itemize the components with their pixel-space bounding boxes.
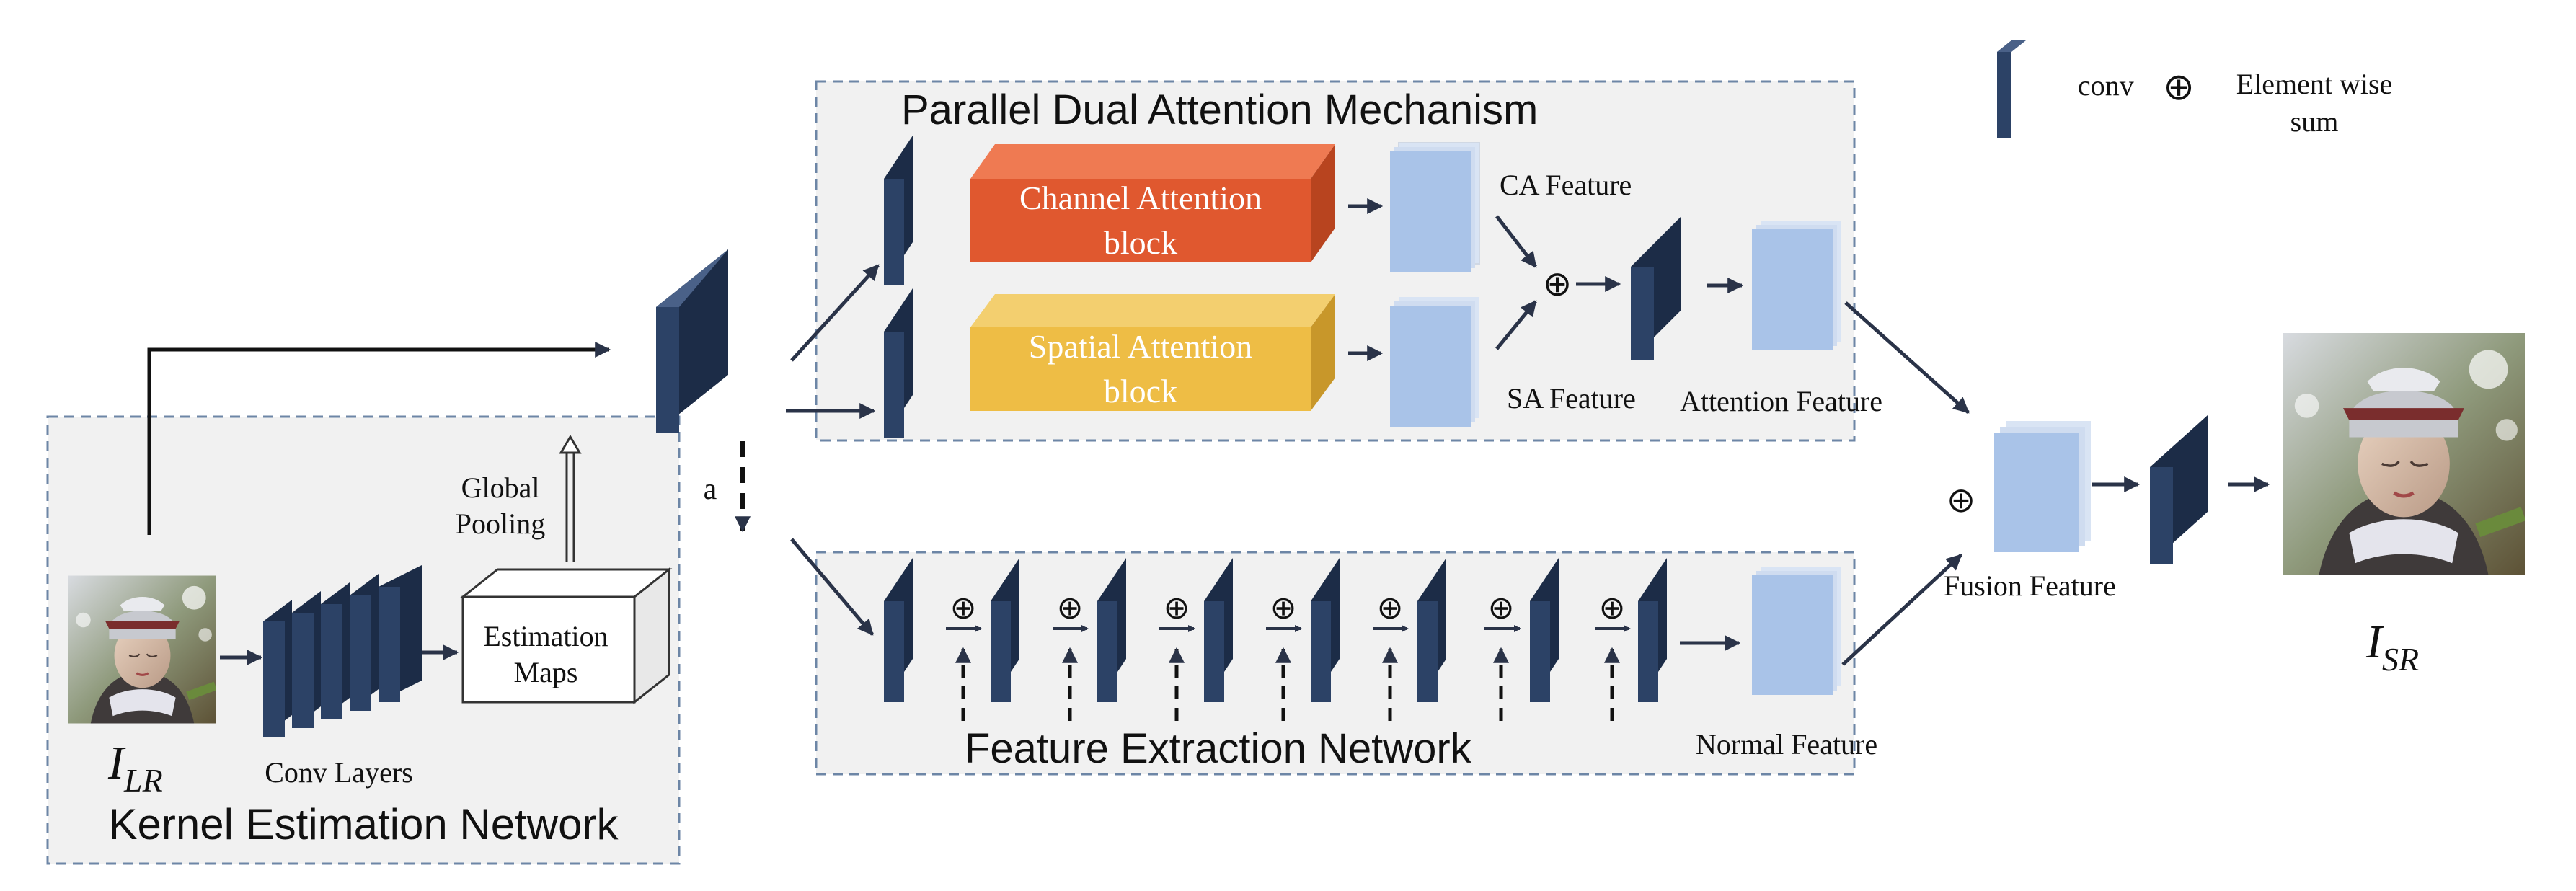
ca-block-label-line1: Channel Attention: [1019, 179, 1262, 216]
svg-text:⊕: ⊕: [1377, 590, 1404, 626]
skip-arrow-input-to-conv: [147, 342, 611, 535]
svg-text:⊕: ⊕: [1488, 590, 1515, 626]
ca-feature-label: CA Feature: [1500, 169, 1632, 201]
feature-sum-5: ⊕: [1373, 590, 1409, 721]
legend-sum-icon: ⊕: [2163, 66, 2195, 108]
legend: conv ⊕ Element wise sum: [1997, 40, 2392, 138]
fusion-sum-symbol: ⊕: [1947, 482, 1975, 520]
attention-sum-symbol: ⊕: [1543, 265, 1572, 303]
feature-conv-8: [1638, 558, 1667, 702]
ca-block-label-line2: block: [1104, 224, 1177, 261]
sa-block-label-line2: block: [1104, 373, 1177, 409]
arrow-hub-to-feature-net: [790, 538, 874, 636]
input-lr-image: [68, 574, 216, 725]
arrow-normal-to-fusion: [1841, 554, 1962, 666]
conv-layers-stack: [263, 565, 422, 737]
fusion-feature-label: Fusion Feature: [1944, 569, 2116, 602]
legend-sum-label-line2: sum: [2290, 105, 2339, 138]
branch-a-label: a: [704, 473, 717, 506]
arrow-hub-to-ca-conv: [790, 264, 880, 362]
normal-feature-map: [1752, 567, 1841, 695]
fusion-feature-map: [1994, 421, 2091, 552]
feature-sum-6: ⊕: [1484, 590, 1521, 721]
global-pooling-label-line2: Pooling: [456, 507, 545, 540]
kernel-panel-title: Kernel Estimation Network: [109, 800, 619, 848]
legend-conv-label: conv: [2078, 69, 2134, 102]
sa-feature-label: SA Feature: [1507, 382, 1636, 415]
feature-sum-3: ⊕: [1159, 590, 1195, 721]
feature-sum-1: ⊕: [946, 590, 982, 721]
sa-feature-map: [1390, 297, 1479, 427]
conv-layers-label: Conv Layers: [265, 756, 413, 789]
output-sr-image: [2283, 333, 2526, 575]
global-pooling-arrow: [559, 435, 582, 562]
output-conv: [2150, 415, 2208, 564]
feature-panel-title: Feature Extraction Network: [965, 725, 1472, 772]
arrow-ca-to-sum: [1495, 215, 1537, 268]
channel-attention-block: [970, 144, 1335, 262]
normal-feature-label: Normal Feature: [1696, 728, 1877, 761]
sa-conv: [884, 288, 913, 438]
arrow-attention-to-fusion: [1844, 301, 1970, 414]
attention-panel-title: Parallel Dual Attention Mechanism: [901, 87, 1538, 133]
spatial-attention-block: [970, 294, 1335, 411]
estimation-maps-box: [459, 567, 673, 705]
feature-conv-5: [1311, 558, 1340, 702]
svg-text:⊕: ⊕: [1599, 590, 1626, 626]
global-pooling-label-line1: Global: [461, 471, 540, 504]
estimation-maps-label-line1: Estimation: [483, 620, 608, 652]
feature-conv-4: [1204, 558, 1233, 702]
sa-block-label-line1: Spatial Attention: [1029, 328, 1252, 365]
attention-feature-map: [1752, 221, 1841, 350]
feature-sum-7: ⊕: [1595, 590, 1631, 721]
estimation-maps-label-line2: Maps: [514, 656, 578, 688]
output-sr-label: ISR: [2365, 616, 2419, 678]
ca-conv: [884, 136, 913, 285]
attention-conv: [1631, 216, 1681, 360]
svg-text:⊕: ⊕: [1270, 590, 1297, 626]
feature-conv-2: [991, 558, 1019, 702]
feature-conv-6: [1417, 558, 1446, 702]
svg-text:⊕: ⊕: [950, 590, 977, 626]
hub-conv: [656, 249, 728, 433]
legend-conv-icon: [1997, 40, 2026, 138]
legend-sum-label-line1: Element wise: [2236, 68, 2393, 100]
feature-sum-2: ⊕: [1053, 590, 1089, 721]
svg-text:⊕: ⊕: [1164, 590, 1190, 626]
input-lr-label: ILR: [107, 737, 163, 799]
feature-conv-3: [1097, 558, 1126, 702]
attention-feature-label: Attention Feature: [1680, 385, 1882, 417]
feature-conv-7: [1530, 558, 1559, 702]
arrow-sa-to-sum: [1495, 300, 1537, 350]
feature-sum-4: ⊕: [1266, 590, 1302, 721]
ca-feature-map: [1390, 142, 1480, 272]
feature-conv-1: [884, 558, 913, 702]
svg-text:⊕: ⊕: [1057, 590, 1084, 626]
